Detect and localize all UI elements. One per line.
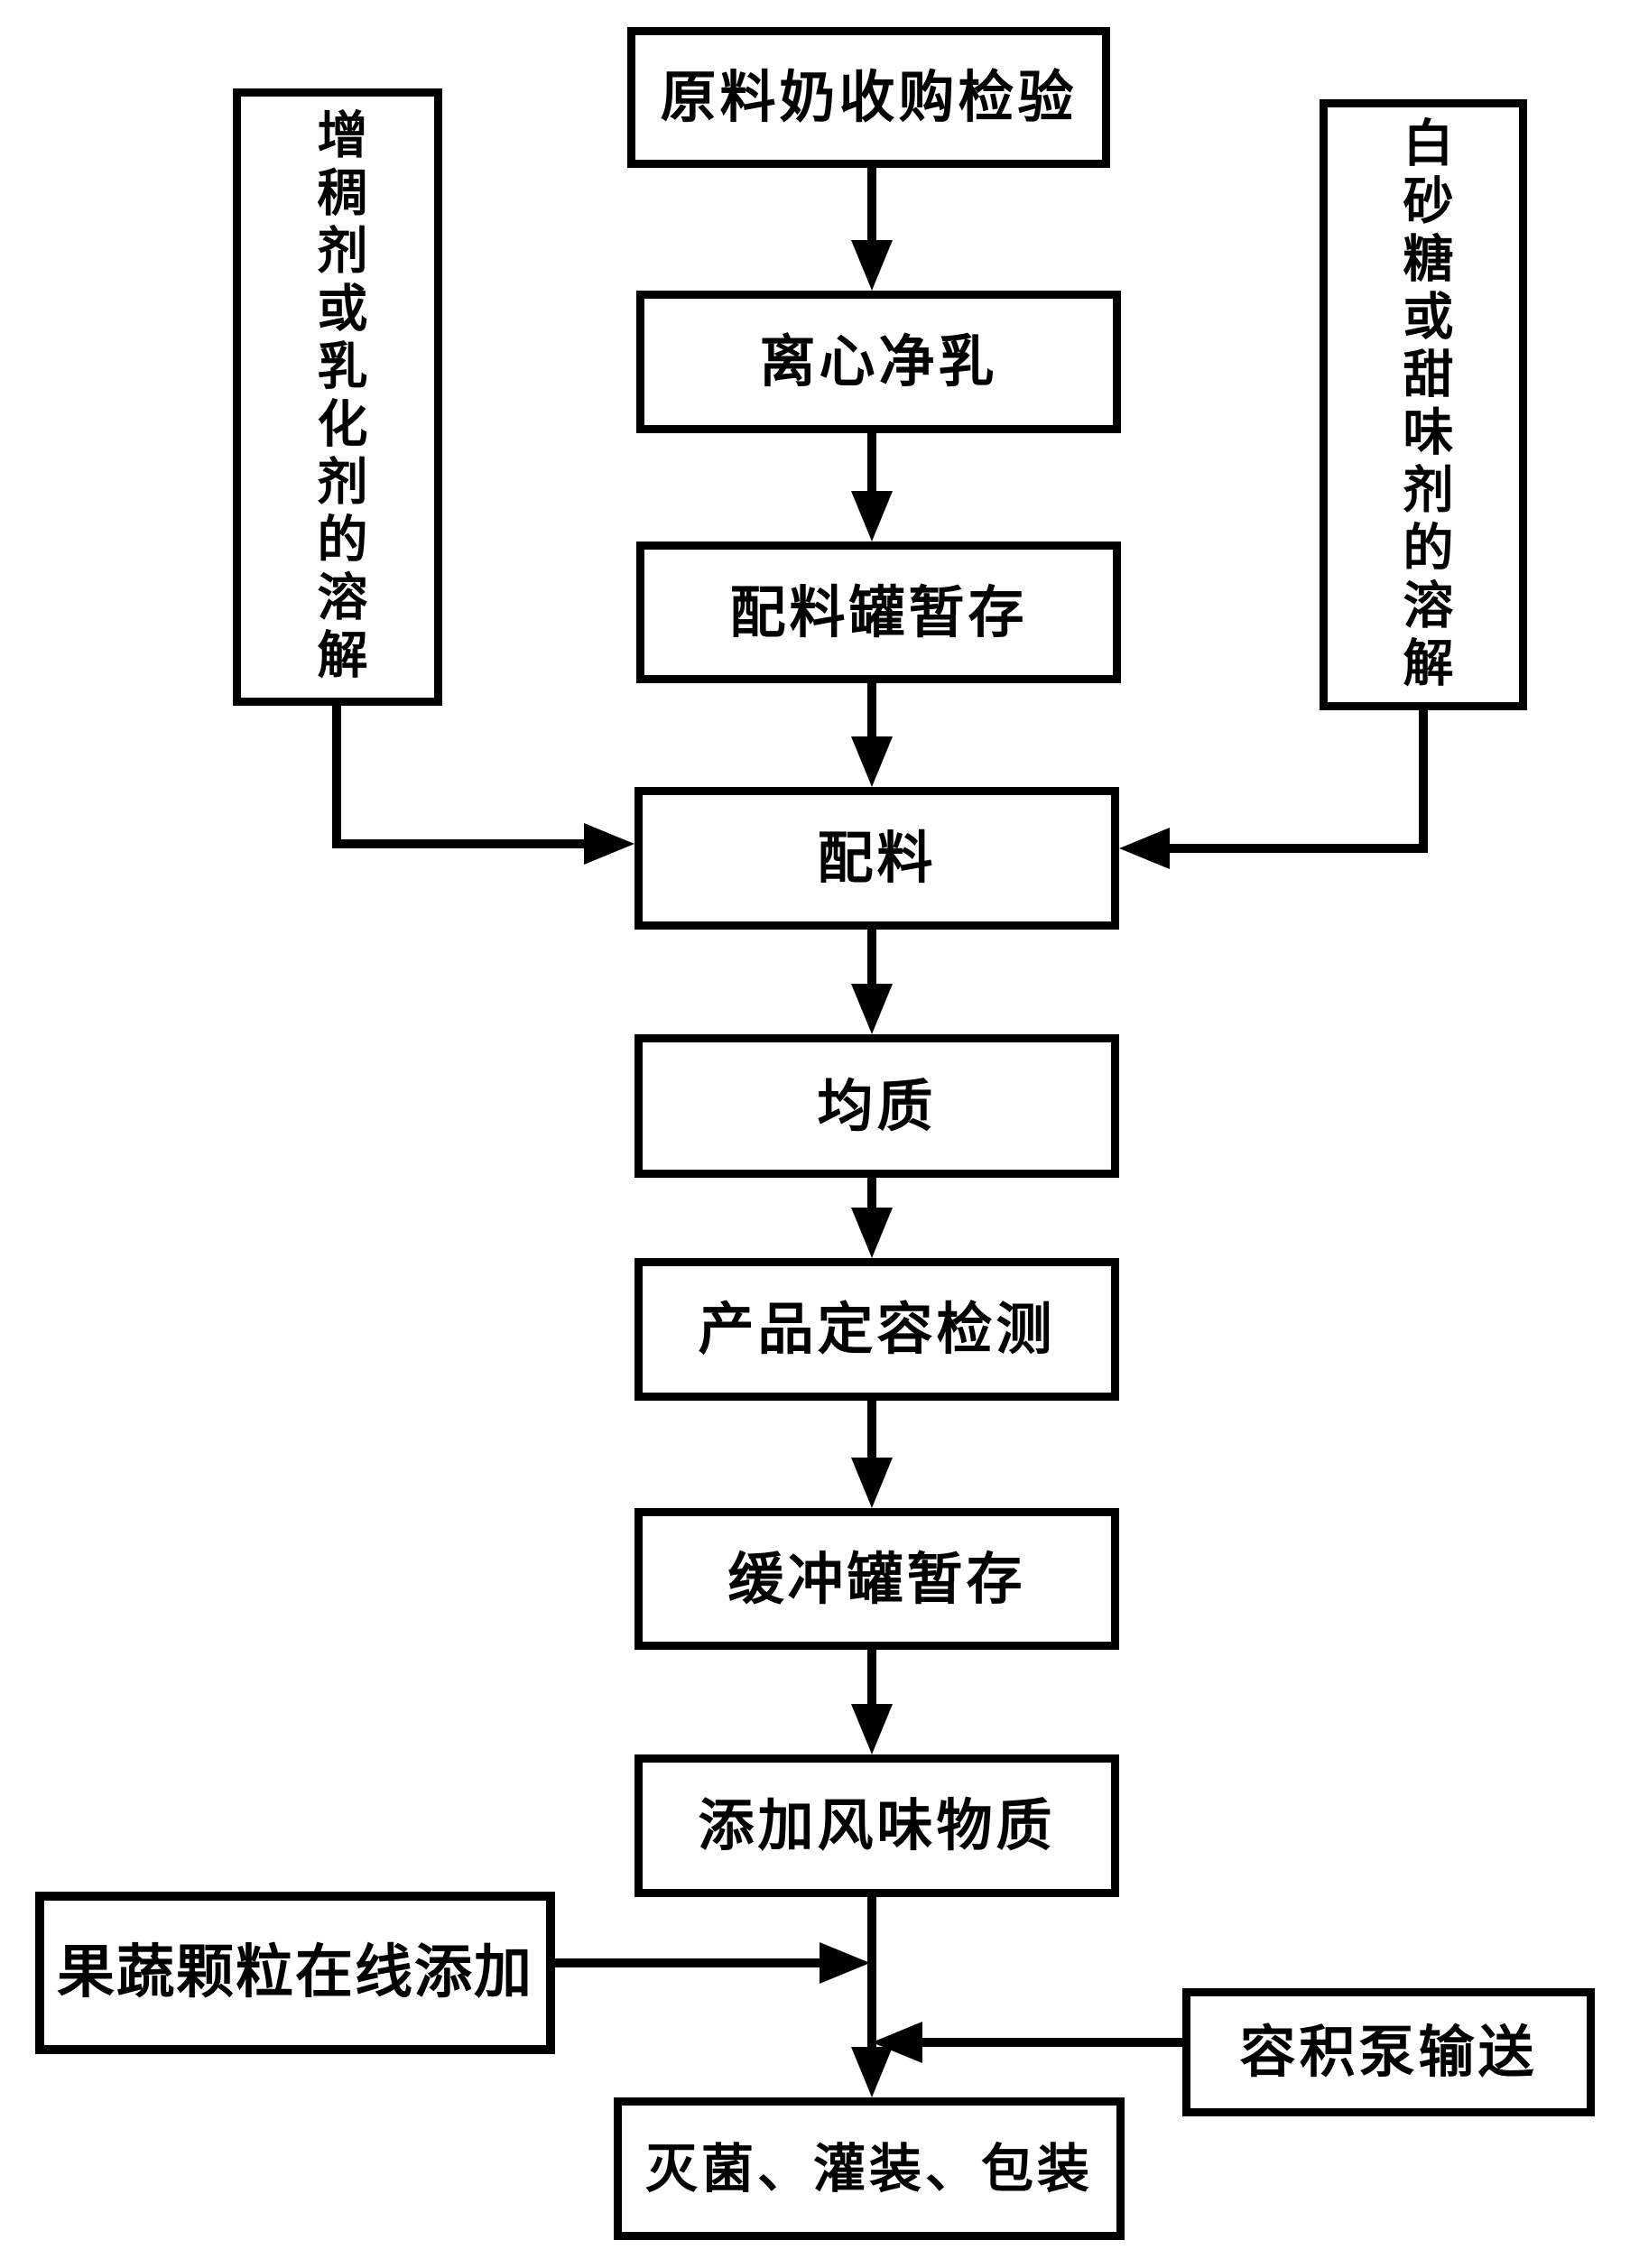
node-label: 原料奶收购检验 bbox=[660, 64, 1078, 130]
connector-sugar-horizontal bbox=[1168, 844, 1428, 853]
connector-fruit-arrowhead-right bbox=[820, 1942, 870, 1984]
connector-3-arrowhead-down bbox=[851, 736, 893, 787]
node-thickener-emulsifier-dissolution: 增稠剂或乳化剂的溶解 bbox=[233, 88, 442, 706]
connector-4-line bbox=[867, 930, 876, 987]
node-label: 增稠剂或乳化剂的溶解 bbox=[309, 108, 367, 686]
node-sterilize-fill-pack: 灭菌、灌装、包装 bbox=[614, 2097, 1125, 2240]
connector-8-line bbox=[867, 1897, 876, 2050]
node-flavor-addition: 添加风味物质 bbox=[634, 1754, 1119, 1897]
connector-6-line bbox=[867, 1401, 876, 1461]
node-label: 配料 bbox=[817, 825, 937, 891]
node-sugar-sweetener-dissolution: 白砂糖或甜味剂的溶解 bbox=[1320, 99, 1527, 710]
connector-pump-horizontal bbox=[922, 2038, 1182, 2047]
connector-1-line bbox=[867, 168, 876, 245]
connector-7-line bbox=[867, 1650, 876, 1708]
node-label: 缓冲罐暂存 bbox=[727, 1545, 1026, 1612]
connector-2-line bbox=[867, 433, 876, 496]
node-buffer-tank-storage: 缓冲罐暂存 bbox=[634, 1508, 1119, 1650]
connector-sugar-vertical bbox=[1419, 710, 1428, 853]
node-centrifugal-clarification: 离心净乳 bbox=[636, 291, 1121, 433]
node-volume-calibration-check: 产品定容检测 bbox=[634, 1258, 1119, 1401]
connector-3-line bbox=[867, 683, 876, 742]
node-raw-milk-inspection: 原料奶收购检验 bbox=[627, 27, 1110, 168]
connector-4-arrowhead-down bbox=[851, 984, 893, 1034]
connector-5-arrowhead-down bbox=[851, 1208, 893, 1258]
node-label: 配料罐暂存 bbox=[729, 579, 1028, 645]
node-label: 灭菌、灌装、包装 bbox=[644, 2138, 1093, 2199]
connector-1-arrowhead-down bbox=[851, 240, 893, 291]
connector-sugar-arrowhead-left bbox=[1119, 828, 1170, 869]
connector-6-arrowhead-down bbox=[851, 1458, 893, 1508]
connector-5-line bbox=[867, 1178, 876, 1211]
node-label: 均质 bbox=[817, 1072, 937, 1139]
node-batching: 配料 bbox=[634, 787, 1119, 930]
node-fruit-veg-particle-inline-addition: 果蔬颗粒在线添加 bbox=[35, 1892, 555, 2054]
node-label: 果蔬颗粒在线添加 bbox=[57, 1939, 533, 2006]
connector-fruit-horizontal bbox=[555, 1958, 821, 1967]
node-positive-displacement-pump: 容积泵输送 bbox=[1182, 1988, 1595, 2116]
connector-7-arrowhead-down bbox=[851, 1704, 893, 1754]
node-batching-tank-storage: 配料罐暂存 bbox=[636, 542, 1121, 683]
node-label: 容积泵输送 bbox=[1239, 2019, 1538, 2085]
connector-2-arrowhead-down bbox=[851, 491, 893, 542]
connector-thickener-vertical bbox=[332, 706, 341, 848]
connector-thickener-arrowhead-right bbox=[584, 823, 634, 865]
node-label: 添加风味物质 bbox=[698, 1792, 1056, 1858]
connector-thickener-horizontal bbox=[332, 839, 586, 848]
node-label: 产品定容检测 bbox=[698, 1296, 1056, 1362]
node-label: 白砂糖或甜味剂的溶解 bbox=[1394, 116, 1453, 694]
node-homogenization: 均质 bbox=[634, 1034, 1119, 1178]
node-label: 离心净乳 bbox=[759, 329, 998, 394]
connector-pump-arrowhead-left bbox=[872, 2022, 922, 2063]
